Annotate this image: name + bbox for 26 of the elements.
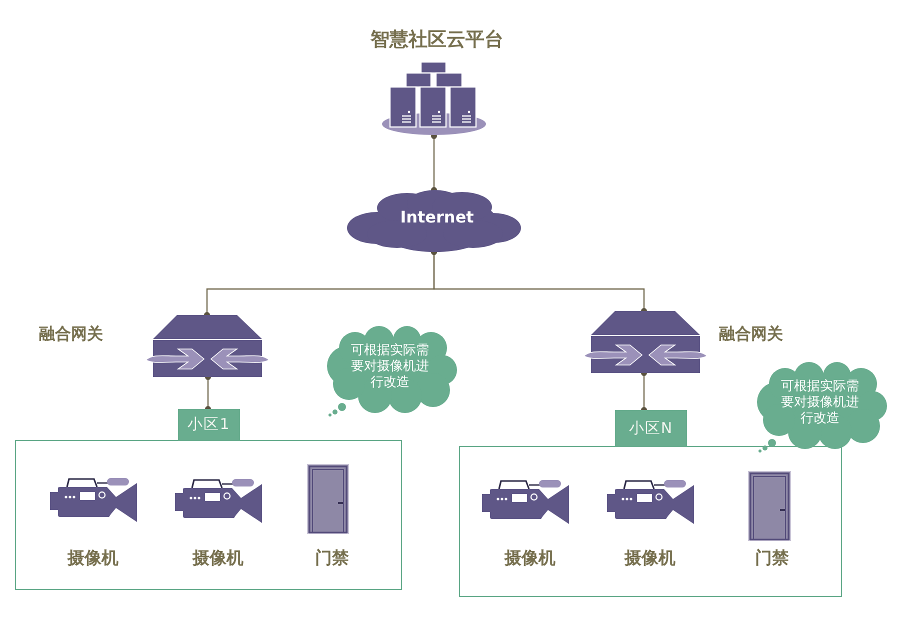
- heading: 智慧社区云平台: [370, 30, 504, 50]
- node-label: 摄像机: [68, 550, 118, 566]
- camera-icon: [607, 479, 695, 524]
- camera-icon: [482, 479, 570, 524]
- door-icon: [748, 471, 791, 541]
- thought-bubble: 可根据实际需要对摄像机进行改造: [755, 362, 888, 453]
- node-label: 门禁: [315, 550, 349, 566]
- server-icon: [381, 60, 489, 136]
- gateway-icon: [145, 315, 271, 377]
- area-tab: 小区1: [178, 409, 240, 440]
- node-label: 融合网关: [719, 327, 783, 343]
- connector: [431, 249, 647, 314]
- node-label: 摄像机: [624, 550, 676, 566]
- area-tab: 小区N: [615, 410, 687, 446]
- node-label: 门禁: [755, 550, 789, 566]
- thought-bubble: 可根据实际需要对摄像机进行改造: [325, 326, 458, 417]
- connector: [431, 133, 437, 193]
- camera-icon: [175, 478, 263, 523]
- node-label: 摄像机: [192, 550, 244, 566]
- node-label: 融合网关: [39, 327, 103, 343]
- gateway-icon: [583, 311, 709, 373]
- camera-icon: [50, 477, 138, 522]
- door-icon: [307, 464, 349, 534]
- group-frame: [15, 440, 402, 590]
- group-frame: [459, 446, 842, 597]
- node-label: 摄像机: [504, 550, 556, 566]
